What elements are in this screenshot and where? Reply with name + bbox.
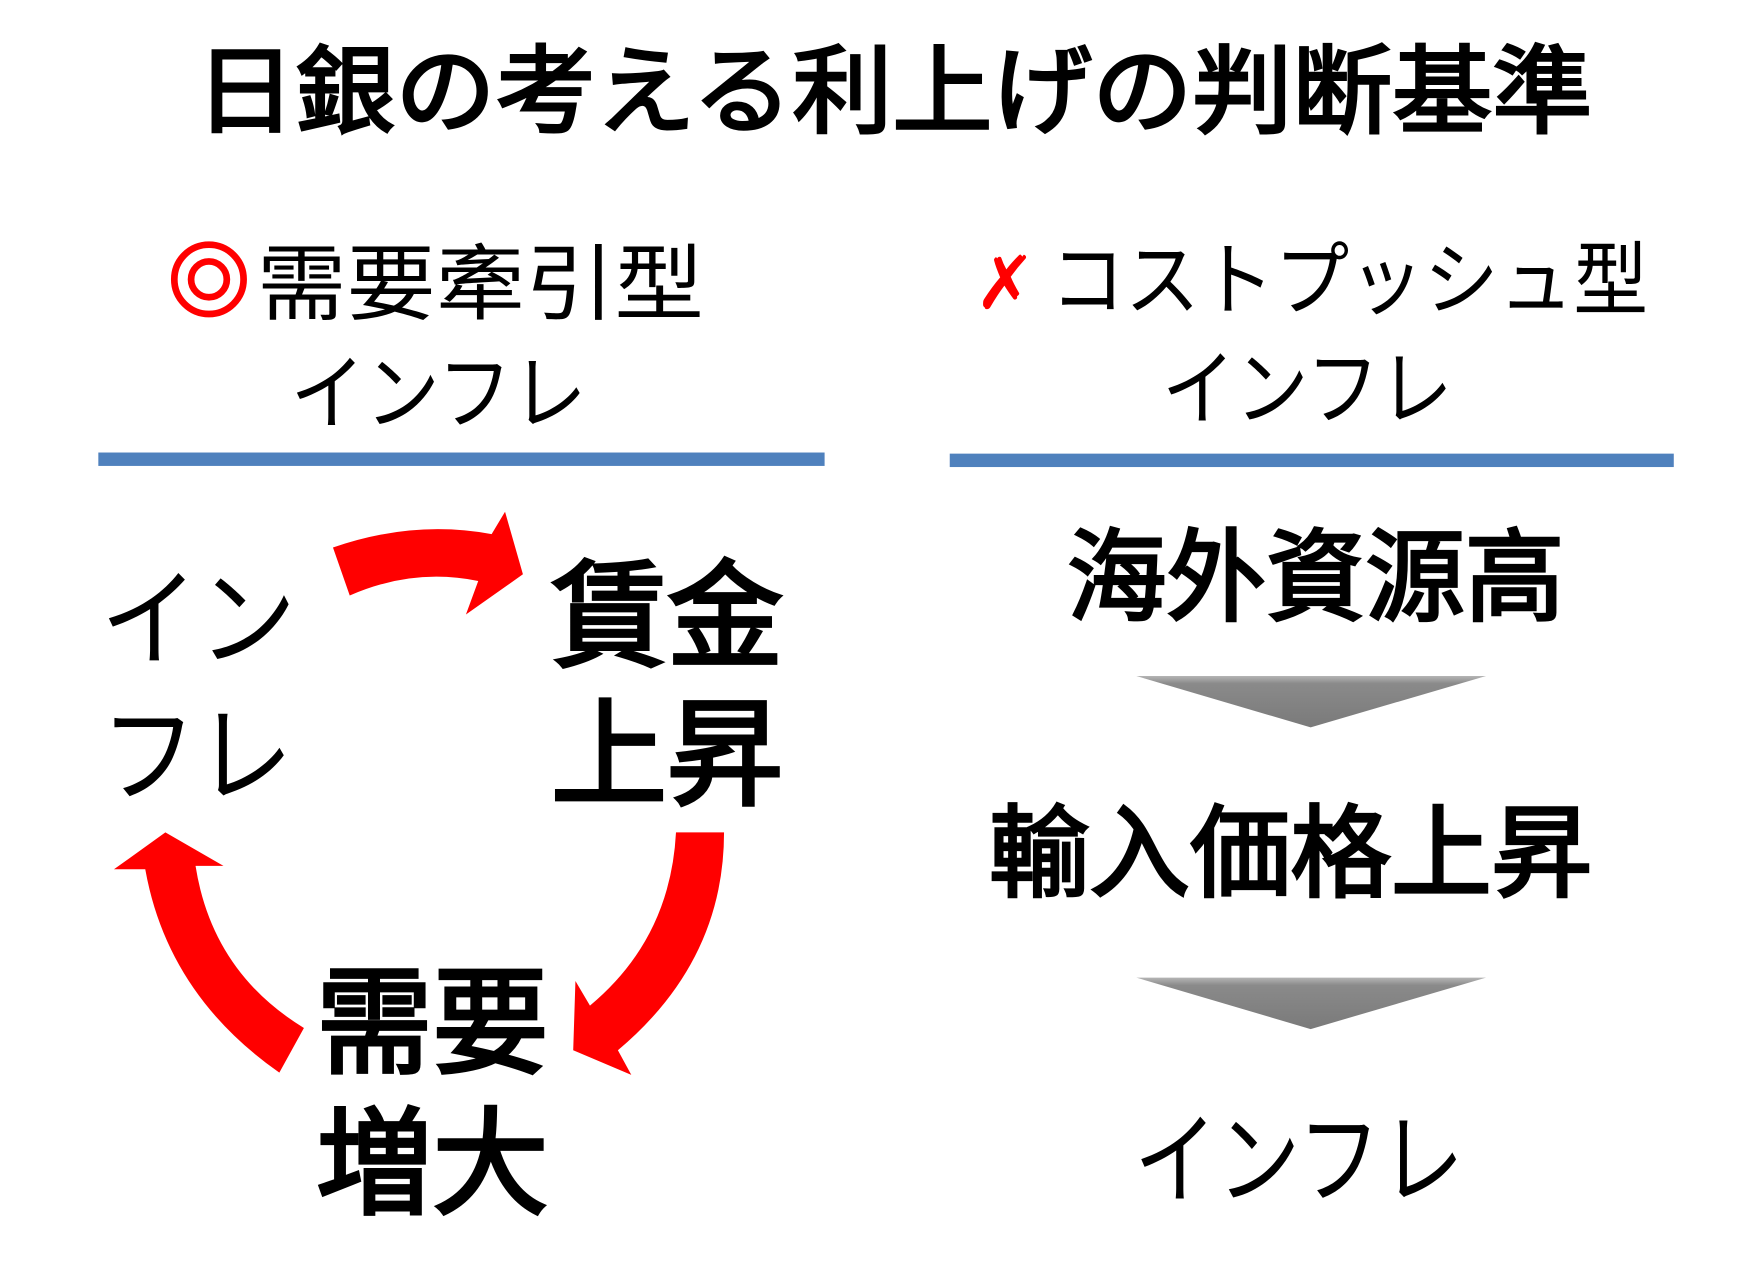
cycle-inflation-bottom: フレ xyxy=(101,694,293,819)
flow-arrow-down-2 xyxy=(1136,977,1487,1030)
right-heading: コストプッシュ型 xyxy=(1050,233,1648,327)
right-subheading: インフレ xyxy=(1162,342,1453,438)
page-title: 日銀の考える利上げの判断基準 xyxy=(196,36,1593,148)
cycle-demand-bottom: 増大 xyxy=(316,1097,548,1232)
cycle-arrow-wage-to-demand xyxy=(573,832,725,1075)
cycle-arrow-demand-to-inflation xyxy=(113,832,304,1073)
cycle-wage-top: 賃金 xyxy=(550,550,784,685)
flow-step-inflation: インフレ xyxy=(1134,1103,1464,1220)
flow-step-import-prices: 輸入価格上昇 xyxy=(989,795,1592,912)
cycle-wage-bottom: 上昇 xyxy=(551,689,783,824)
cycle-demand-top: 需要 xyxy=(316,957,548,1092)
cycle-inflation-top: イン xyxy=(101,558,297,683)
left-subheading: インフレ xyxy=(291,346,587,442)
left-divider xyxy=(98,452,825,466)
target-mark-icon xyxy=(170,241,247,318)
flow-arrow-down-1 xyxy=(1136,675,1487,728)
cross-mark-icon: ✗ xyxy=(974,241,1036,326)
cycle-arrow-inflation-to-wage xyxy=(332,511,523,615)
left-heading: 需要牽引型 xyxy=(257,237,704,333)
right-divider xyxy=(949,453,1674,468)
flow-step-resources: 海外資源高 xyxy=(1067,519,1564,636)
